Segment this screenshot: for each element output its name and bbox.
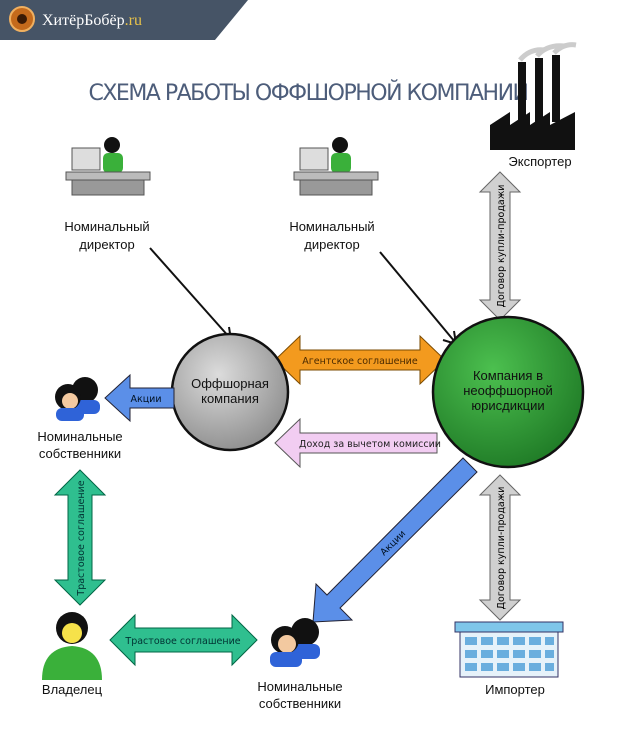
income-arrow: Доход за вычетом комиссии xyxy=(274,417,441,469)
svg-text:неоффшорной: неоффшорной xyxy=(463,383,553,398)
agency-arrow: Агентское соглашение xyxy=(274,334,446,386)
svg-text:юрисдикции: юрисдикции xyxy=(471,398,544,413)
svg-text:Договор купли-продажи: Договор купли-продажи xyxy=(496,487,507,610)
director-arrows xyxy=(149,247,458,346)
nominees-bottom-label-1: Номинальные xyxy=(257,679,342,694)
diagram-title: СХЕМА РАБОТЫ ОФФШОРНОЙ КОМПАНИИ xyxy=(88,80,527,106)
svg-text:Трастовое соглашение: Трастовое соглашение xyxy=(76,480,87,596)
nominees-top-icon xyxy=(55,377,100,421)
offshore-company-node: Оффшорная компания xyxy=(170,332,290,452)
owner-icon xyxy=(42,612,102,680)
contract-arrow-top: Договор купли-продажи xyxy=(478,171,522,321)
shares-arrow-diagonal: Акции xyxy=(312,457,478,623)
nominees-top-label-1: Номинальные xyxy=(37,429,122,444)
svg-text:Компания в: Компания в xyxy=(473,368,543,383)
director-right-icon xyxy=(293,137,379,196)
contract-arrow-bottom: Договор купли-продажи xyxy=(478,474,522,621)
importer-label: Импортер xyxy=(485,682,545,697)
svg-text:Оффшорная: Оффшорная xyxy=(191,376,269,391)
director-left-icon xyxy=(65,137,151,196)
importer-building-icon xyxy=(454,621,564,678)
exporter-label: Экспортер xyxy=(508,154,571,169)
svg-text:Агентское соглашение: Агентское соглашение xyxy=(302,356,418,367)
nominees-bottom-icon xyxy=(270,618,320,667)
owner-label: Владелец xyxy=(42,682,103,697)
factory-icon xyxy=(490,42,577,150)
nominees-bottom-label-2: собственники xyxy=(259,696,341,711)
svg-text:Доход за вычетом комиссии: Доход за вычетом комиссии xyxy=(299,439,441,450)
logo-text: ХитёрБобёр.ru xyxy=(42,12,142,29)
site-banner[interactable]: ХитёрБобёр.ru xyxy=(0,0,248,40)
svg-text:компания: компания xyxy=(201,391,259,406)
shares-arrow-left: Акции xyxy=(104,373,175,423)
svg-text:Трастовое соглашение: Трастовое соглашение xyxy=(124,636,240,647)
onshore-company-node: Компания в неоффшорной юрисдикции xyxy=(431,315,585,469)
director-right-label-1: Номинальный xyxy=(289,219,374,234)
trust-arrow-horizontal: Трастовое соглашение xyxy=(109,613,258,667)
svg-text:Договор купли-продажи: Договор купли-продажи xyxy=(496,185,507,308)
nominees-top-label-2: собственники xyxy=(39,446,121,461)
trust-arrow-vertical: Трастовое соглашение xyxy=(53,469,107,606)
svg-text:Акции: Акции xyxy=(130,394,161,405)
director-left-label-1: Номинальный xyxy=(64,219,149,234)
director-left-label-2: директор xyxy=(79,237,134,252)
director-right-label-2: директор xyxy=(304,237,359,252)
